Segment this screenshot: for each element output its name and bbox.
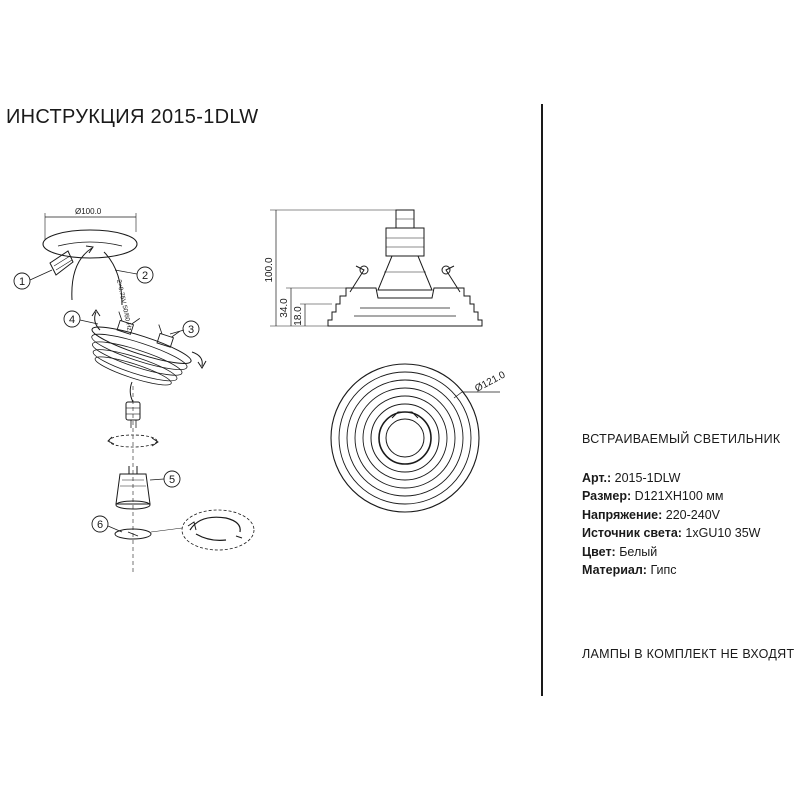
lamps-not-included-note: ЛАМПЫ В КОМПЛЕКТ НЕ ВХОДЯТ [582,647,795,661]
callout-4: 4 [69,314,75,326]
dim-height-mid: 34.0 [279,298,290,318]
spec-value: Белый [619,544,658,559]
spec-label: Источник света: [582,526,682,541]
side-view: 100.0 34.0 18.0 [264,209,483,327]
dim-height-total: 100.0 [264,257,275,282]
spec-label: Материал: [582,563,647,578]
bottom-view: Ø121.0 [330,363,508,513]
callout-1: 1 [19,276,25,288]
callout-3: 3 [188,324,194,336]
callout-2: 2 [142,270,148,282]
spec-value: 220-240V [665,507,720,522]
spec-label: Размер: [582,489,632,504]
spec-row: Размер: D121XH100 мм [582,487,760,505]
spec-row: Источник света: 1xGU10 35W [582,524,760,542]
callout-6: 6 [97,519,103,531]
spec-value: D121XH100 мм [634,489,724,504]
spec-value: 1xGU10 35W [685,526,761,541]
product-type: ВСТРАИВАЕМЫЙ СВЕТИЛЬНИК [582,432,781,446]
spec-row: Напряжение: 220-240V [582,506,760,524]
spec-label: Напряжение: [582,507,663,522]
installation-diagram: Ø100.0 2×0.75V 50/60 Hz [42,207,255,575]
spec-row: Материал: Гипс [582,561,760,579]
spec-label: Цвет: [582,544,616,559]
dim-outer-diameter: Ø121.0 [473,369,508,394]
dim-top-diameter: Ø100.0 [75,207,102,216]
spec-value: Гипс [650,563,677,578]
spec-row: Арт.: 2015-1DLW [582,469,760,487]
callouts: 1 2 3 4 5 6 [13,266,200,533]
spec-row: Цвет: Белый [582,543,760,561]
spec-label: Арт.: [582,471,612,485]
vertical-divider [541,104,543,696]
spec-list: Арт.: 2015-1DLW Размер: D121XH100 мм Нап… [582,469,760,579]
dim-height-low: 18.0 [293,306,304,326]
callout-5: 5 [169,474,175,486]
spec-value: 2015-1DLW [614,471,681,485]
page-title: ИНСТРУКЦИЯ 2015-1DLW [6,106,259,128]
